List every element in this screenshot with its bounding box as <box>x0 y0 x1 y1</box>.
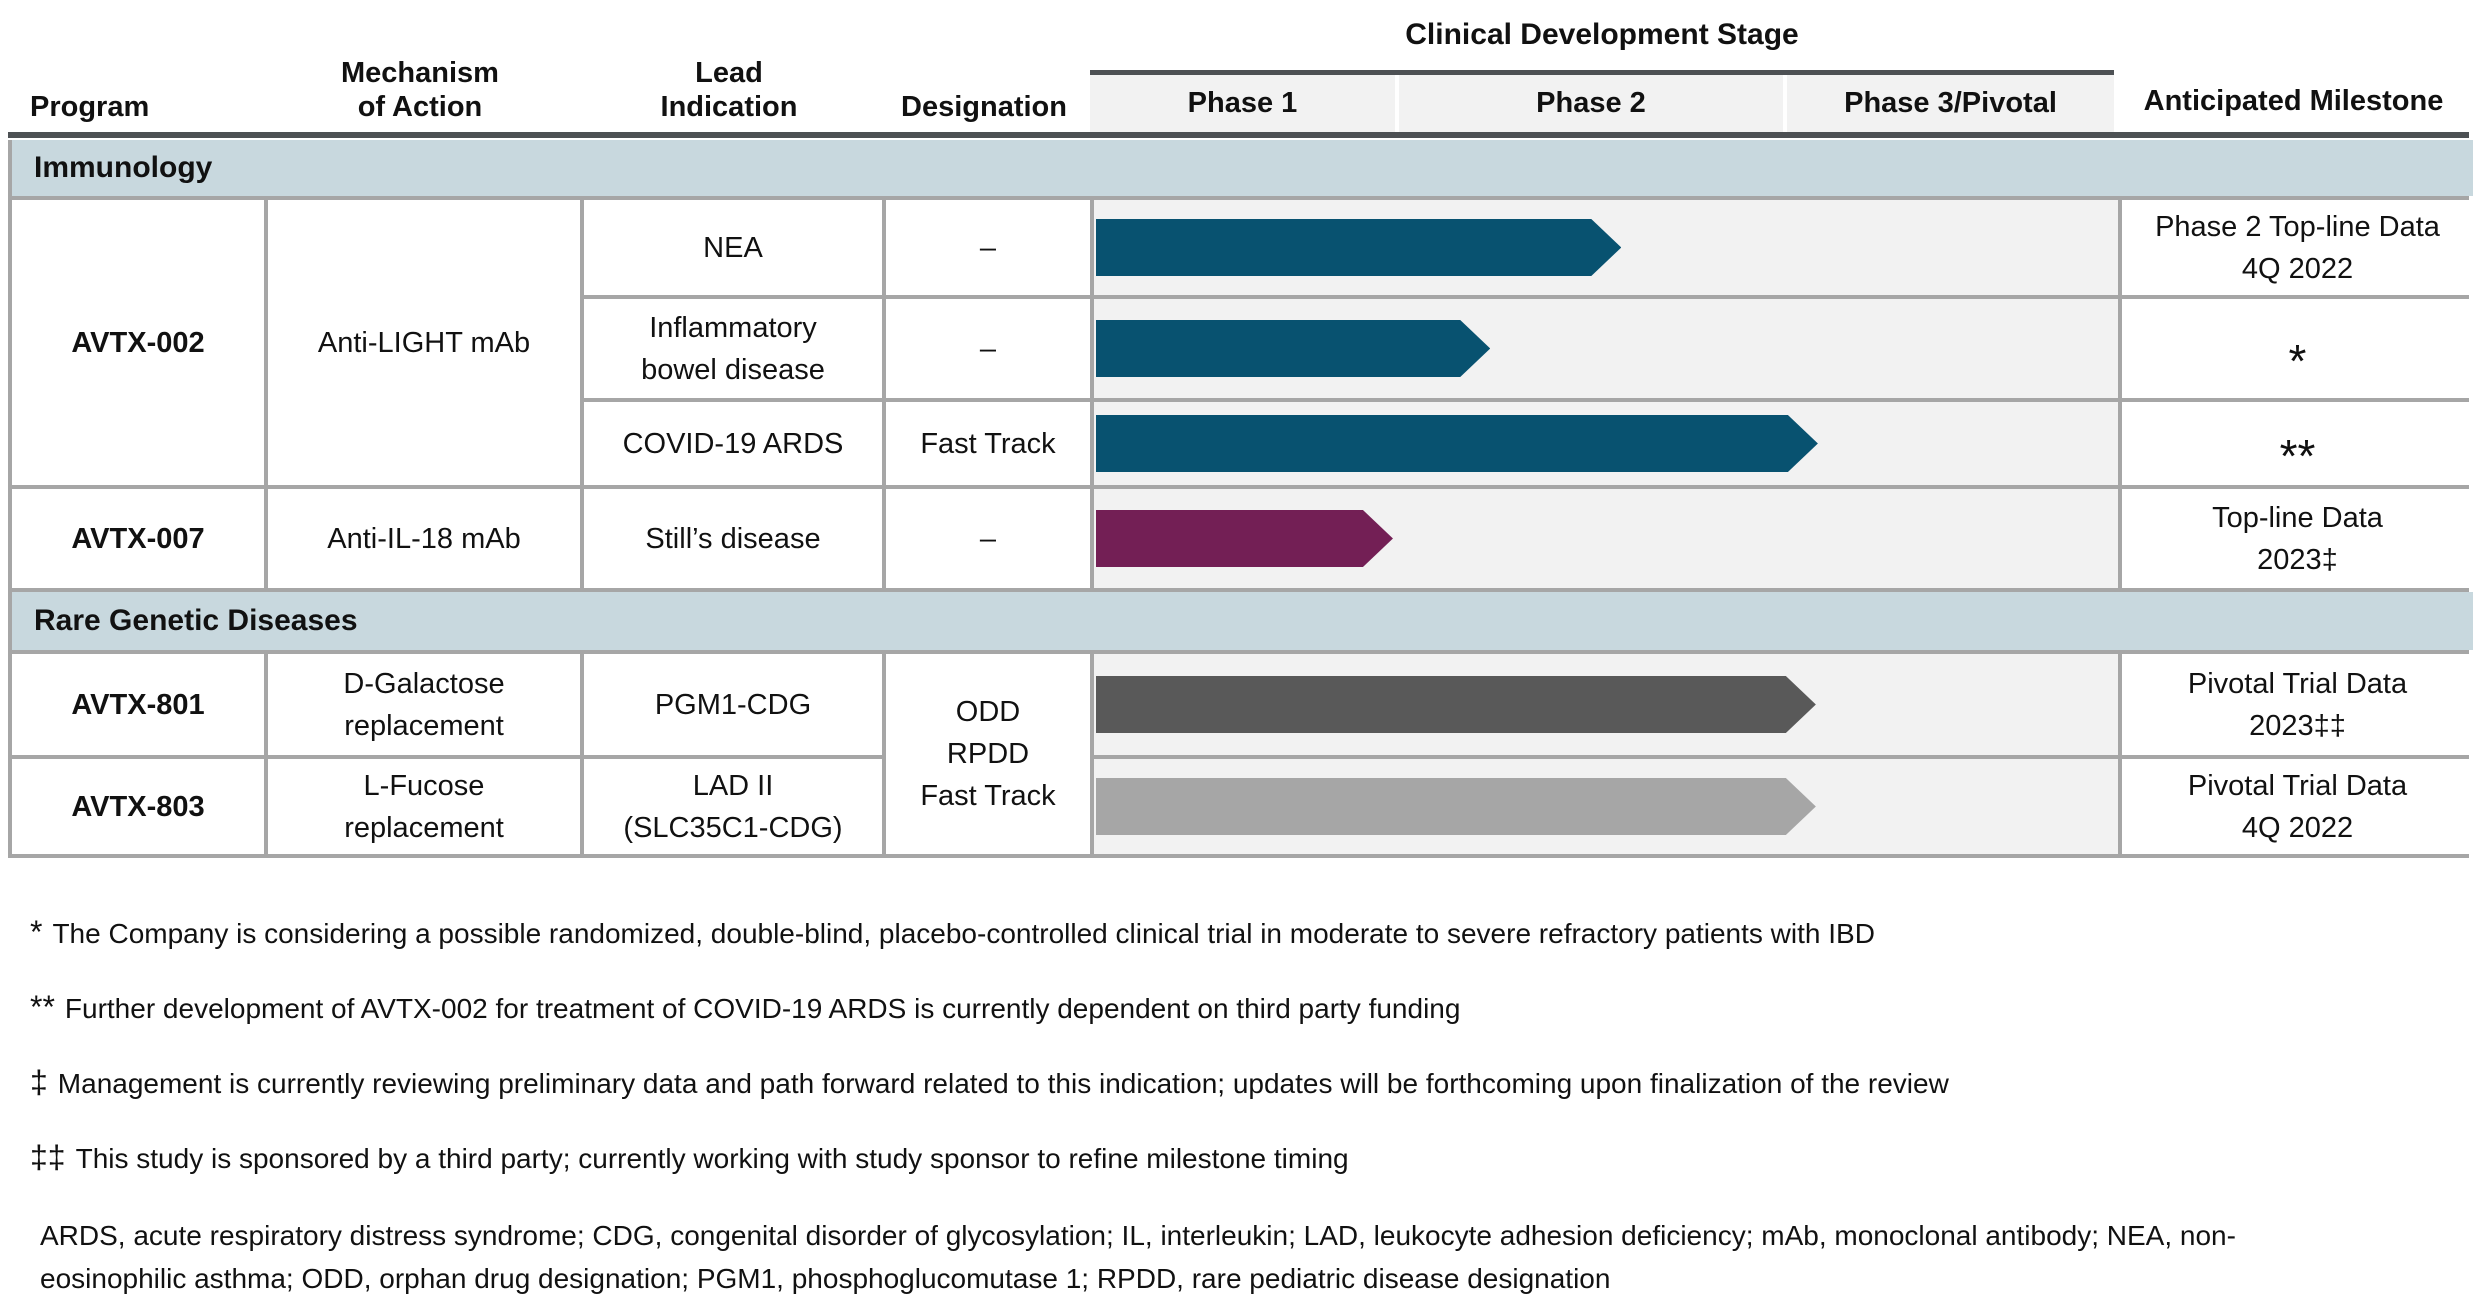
phase-header-row: Phase 1 Phase 2 Phase 3/Pivotal <box>1090 75 2114 132</box>
column-header-mechanism: Mechanism of Action <box>341 57 499 123</box>
clinical-stage-underline <box>1090 70 2114 75</box>
progress-arrow-pgm1 <box>1096 676 1816 733</box>
program-cell-avtx-002: AVTX-002 <box>12 200 264 485</box>
milestone-cell-covid: ** <box>2122 402 2473 485</box>
column-header-program: Program <box>30 91 150 123</box>
double-asterisk-symbol: ** <box>2279 429 2316 482</box>
mechanism-cell-avtx-002: Anti-LIGHT mAb <box>268 200 580 485</box>
milestone-cell-pgm1: Pivotal Trial Data 2023‡‡ <box>2122 654 2473 755</box>
indication-cell-lad2: LAD II (SLC35C1-CDG) <box>584 759 882 854</box>
section-band-rare-genetic: Rare Genetic Diseases <box>12 592 2473 650</box>
indication-cell-pgm1: PGM1-CDG <box>584 654 882 755</box>
designation-cell-covid: Fast Track <box>886 402 1090 485</box>
mechanism-cell-avtx-801: D-Galactose replacement <box>268 654 580 755</box>
column-header-phase-2: Phase 2 <box>1399 75 1783 132</box>
program-cell-avtx-801: AVTX-801 <box>12 654 264 755</box>
stage-lane-pgm1 <box>1094 654 2118 755</box>
stage-lane-covid <box>1094 402 2118 485</box>
column-header-phase-3: Phase 3/Pivotal <box>1787 75 2114 132</box>
indication-cell-ibd: Inflammatory bowel disease <box>584 299 882 398</box>
progress-arrow-ibd <box>1096 320 1490 377</box>
stage-lane-nea <box>1094 200 2118 295</box>
milestone-cell-ibd: * <box>2122 299 2473 398</box>
stage-lane-lad2 <box>1094 759 2118 854</box>
designation-cell-nea: – <box>886 200 1090 295</box>
footnotes: *The Company is considering a possible r… <box>8 914 2469 1300</box>
program-cell-avtx-803: AVTX-803 <box>12 759 264 854</box>
clinical-stage-title: Clinical Development Stage <box>1405 18 1799 51</box>
footnote-single-asterisk: *The Company is considering a possible r… <box>30 914 1875 950</box>
column-header-phase-1: Phase 1 <box>1090 75 1395 132</box>
milestone-cell-stills: Top-line Data 2023‡ <box>2122 489 2473 588</box>
pipeline-table: Immunology AVTX-002 Anti-LIGHT mAb NEA –… <box>8 140 2473 858</box>
table-header: Program Mechanism of Action Lead Indicat… <box>8 0 2469 138</box>
footnote-double-dagger: ‡‡This study is sponsored by a third par… <box>30 1139 1349 1175</box>
section-band-immunology: Immunology <box>12 140 2473 196</box>
progress-arrow-covid <box>1096 415 1818 472</box>
designation-cell-ibd: – <box>886 299 1090 398</box>
indication-cell-covid: COVID-19 ARDS <box>584 402 882 485</box>
indication-cell-nea: NEA <box>584 200 882 295</box>
progress-arrow-stills <box>1096 510 1393 567</box>
milestone-cell-lad2: Pivotal Trial Data 4Q 2022 <box>2122 759 2473 854</box>
footnote-marker: ** <box>30 989 55 1025</box>
stage-lane-ibd <box>1094 299 2118 398</box>
milestone-cell-nea: Phase 2 Top-line Data 4Q 2022 <box>2122 200 2473 295</box>
mechanism-cell-avtx-803: L-Fucose replacement <box>268 759 580 854</box>
footnote-dagger: ‡Management is currently reviewing preli… <box>30 1064 1949 1100</box>
pipeline-chart: Program Mechanism of Action Lead Indicat… <box>8 0 2473 1300</box>
progress-arrow-lad2 <box>1096 778 1816 835</box>
column-header-milestone: Anticipated Milestone <box>2143 85 2444 117</box>
designation-cell-stills: – <box>886 489 1090 588</box>
footnote-marker: ‡‡ <box>30 1139 66 1175</box>
abbreviation-key: ARDS, acute respiratory distress syndrom… <box>40 1220 2236 1294</box>
progress-arrow-nea <box>1096 219 1621 276</box>
stage-lane-stills <box>1094 489 2118 588</box>
asterisk-symbol: * <box>2288 334 2307 387</box>
footnote-marker: ‡ <box>30 1064 48 1100</box>
program-cell-avtx-007: AVTX-007 <box>12 489 264 588</box>
column-header-lead-indication: Lead Indication <box>660 57 798 123</box>
mechanism-cell-avtx-007: Anti-IL-18 mAb <box>268 489 580 588</box>
footnote-marker: * <box>30 914 43 950</box>
column-header-designation: Designation <box>901 91 1067 123</box>
clinical-stage-header-group: Clinical Development Stage Phase 1 Phase… <box>1090 0 2114 132</box>
footnote-double-asterisk: **Further development of AVTX-002 for tr… <box>30 989 1461 1025</box>
indication-cell-stills: Still’s disease <box>584 489 882 588</box>
designation-cell-rare-shared: ODD RPDD Fast Track <box>886 654 1090 854</box>
